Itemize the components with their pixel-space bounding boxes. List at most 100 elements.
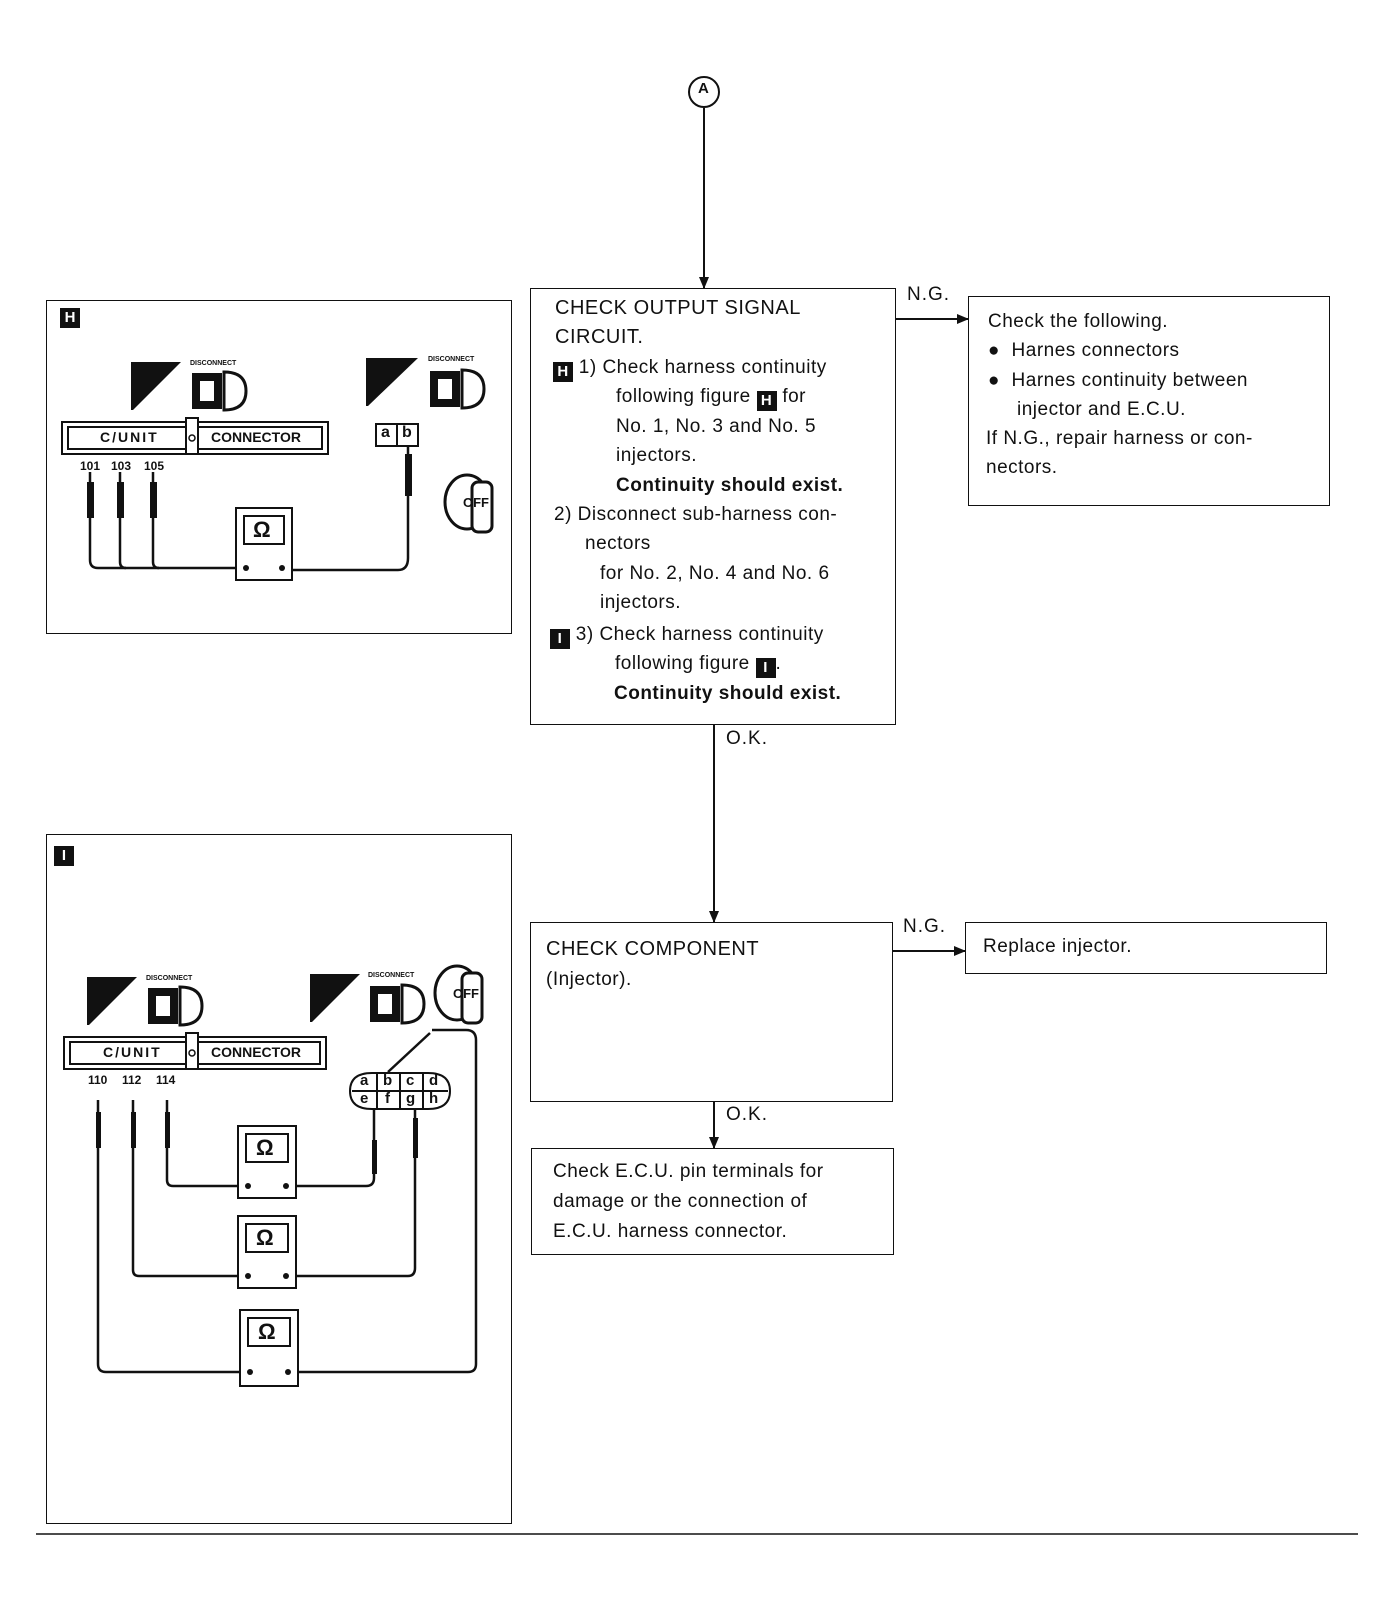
disconnect-plug-icon-i [148,985,204,1027]
check-output-title-1: CHECK OUTPUT SIGNAL [555,297,801,319]
disconnect-label: DISCONNECT [190,360,237,367]
step2-line-a: 2) Disconnect sub-harness con- [554,504,838,525]
connector-label-i: CONNECTOR [211,1044,301,1060]
ignition-off-icon-i [433,964,484,1025]
figure-i-tag: I [550,629,570,649]
check-component-title: CHECK COMPONENT [546,938,760,960]
connector-label: CONNECTOR [211,429,301,445]
check-component-subtitle: (Injector). [546,969,632,990]
terminal-h-i: h [429,1090,439,1107]
bullet-icon: ● [988,370,1000,391]
disconnect-label-i: DISCONNECT [146,975,193,982]
step1-line-d: injectors. [616,445,698,466]
check-output-title-2: CIRCUIT. [555,326,644,348]
ts-key-icon-i [310,974,360,1022]
figure-h-panel-tag: H [60,308,80,328]
bullet-2-text: Harnes continuity between [1011,370,1248,391]
figure-i-panel-tag: I [54,846,74,866]
off-label: OFF [463,495,489,510]
connector-a-circle [688,76,720,108]
terminal-a: a [381,424,390,441]
ohmmeter-icon-2 [237,1215,297,1289]
terminal-f-i: f [385,1090,390,1107]
pin-105: 105 [144,459,165,473]
terminal-b: b [402,424,412,441]
bullet-1-text: Harnes connectors [1011,340,1180,361]
step1-text-b-pre: following figure [616,386,751,407]
pin-114: 114 [156,1073,176,1087]
check-following-title: Check the following. [988,311,1169,332]
ohm-symbol: Ω [253,517,271,542]
pin-110: 110 [88,1073,108,1087]
eight-pin-connector [348,1032,452,1110]
cunit-label: C/UNIT [100,429,159,445]
bullet-icon: ● [988,340,1000,361]
pin-101: 101 [80,459,101,473]
ohmmeter-icon [235,507,293,581]
terminal-a-i: a [360,1072,369,1089]
ohm-symbol-i2: Ω [256,1225,274,1250]
replace-injector-text: Replace injector. [983,936,1132,957]
check-following-box [968,296,1330,506]
disconnect-plug-icon-i2 [370,983,426,1025]
ng-label-2: N.G. [903,916,947,937]
bs-label-i: BS [108,1007,126,1019]
ok-label-2: O.K. [726,1104,769,1125]
check-following-bullet-2b: injector and E.C.U. [1017,399,1186,420]
ohm-symbol-i1: Ω [256,1135,274,1160]
ohmmeter-icon-3 [239,1309,299,1387]
step1-text-b-post: for [782,386,806,407]
bs-key-icon [131,362,181,410]
ignition-off-icon [443,473,494,534]
step3-text-b-post: . [775,653,782,674]
ohmmeter-icon-1 [237,1125,297,1199]
pin-103: 103 [111,459,132,473]
ok-label-1: O.K. [726,728,769,749]
off-label-i: OFF [453,986,479,1001]
terminal-g-i: g [406,1090,416,1107]
figure-i-tag-inline: I [755,658,776,678]
step3-line-b: following figure I. [615,649,781,678]
disconnect-label-2: DISCONNECT [428,356,475,363]
disconnect-label-i2: DISCONNECT [368,972,415,979]
check-output-signal-box [530,288,896,725]
ts-label-i: TS [336,1004,353,1016]
bs-label: BS [152,392,170,404]
ts-key-icon [366,358,418,406]
step3-line-c: Continuity should exist. [614,683,842,704]
bs-key-icon-i [87,977,137,1025]
step2-line-d: injectors. [600,592,682,613]
terminal-c-i: c [406,1072,415,1089]
step1-line-b: following figure H for [616,382,806,411]
step3-text-a: 3) Check harness continuity [575,624,824,645]
step3-line-a: I 3) Check harness continuity [550,620,824,649]
check-following-line-4: If N.G., repair harness or con- [986,428,1253,449]
step1-line-a: H 1) Check harness continuity [553,353,827,382]
ohm-symbol-i3: Ω [258,1319,276,1344]
step1-line-c: No. 1, No. 3 and No. 5 [616,416,817,437]
step3-text-b-pre: following figure [615,653,750,674]
cunit-label-i: C/UNIT [103,1044,162,1060]
check-following-bullet-2: ● Harnes continuity between [988,366,1248,395]
connector-a-label: A [698,80,710,97]
step2-line-c: for No. 2, No. 4 and No. 6 [600,563,830,584]
check-ecu-line-3: E.C.U. harness connector. [553,1221,788,1242]
disconnect-plug-icon-2 [430,368,486,410]
ng-label-1: N.G. [907,284,951,305]
step1-text-a: 1) Check harness continuity [578,357,827,378]
terminal-e-i: e [360,1090,369,1107]
replace-injector-box [965,922,1327,974]
step1-line-e: Continuity should exist. [616,475,844,496]
figure-h-tag-inline: H [756,391,777,411]
terminal-b-i: b [383,1072,393,1089]
check-ecu-line-2: damage or the connection of [553,1191,808,1212]
check-component-box [530,922,893,1102]
pin-112: 112 [122,1073,142,1087]
check-ecu-box [531,1148,894,1255]
terminal-d-i: d [429,1072,439,1089]
ts-label: TS [393,388,410,400]
check-following-line-5: nectors. [986,457,1058,478]
